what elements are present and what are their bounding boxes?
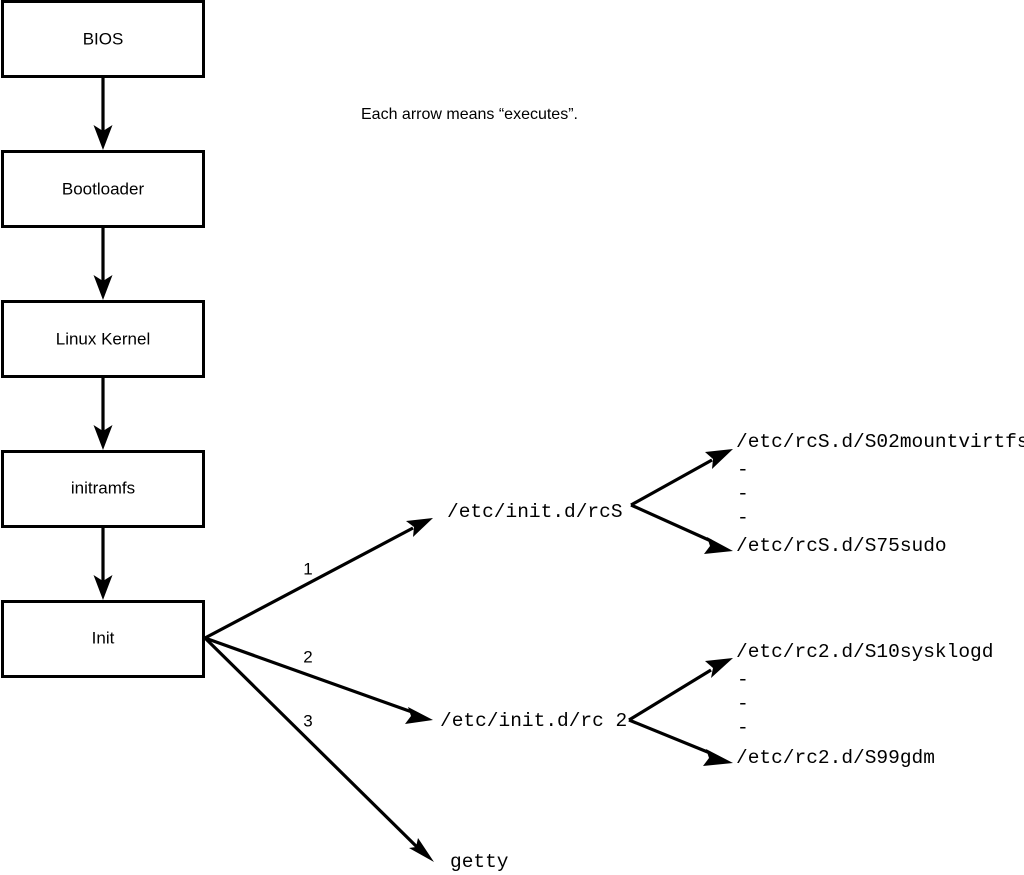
- rc2-ellipsis-dash-1: -: [737, 669, 749, 691]
- label-rc2-script-last[interactable]: /etc/rc2.d/S99gdm: [736, 747, 935, 769]
- label-init-d-rcs[interactable]: /etc/init.d/rcS: [447, 501, 623, 523]
- edge-number-1: 1: [303, 559, 312, 578]
- rcs-ellipsis-dash-3: -: [737, 507, 749, 529]
- node-linux-kernel-box[interactable]: [1, 300, 205, 378]
- node-bootloader-box[interactable]: [1, 150, 205, 228]
- arrow-bootloader-to-kernel: [93, 227, 113, 300]
- node-linux-kernel-label: Linux Kernel: [56, 329, 151, 348]
- edge-number-3: 3: [303, 711, 312, 730]
- node-bootloader-label: Bootloader: [62, 179, 145, 198]
- node-init-box[interactable]: [1, 600, 205, 678]
- node-bootloader[interactable]: Bootloader: [1, 150, 205, 228]
- label-rcs-script-last[interactable]: /etc/rcS.d/S75sudo: [736, 535, 947, 557]
- node-initramfs[interactable]: initramfs: [1, 450, 205, 528]
- arrow-rcs-to-last-script: [630, 503, 733, 554]
- arrow-init-to-getty: [203, 636, 434, 862]
- edge-number-2: 2: [303, 647, 312, 666]
- diagram-note: Each arrow means “executes”.: [361, 106, 578, 123]
- node-bios-label: BIOS: [83, 29, 124, 48]
- node-init[interactable]: Init: [1, 600, 205, 678]
- arrow-rcs-to-first-script: [630, 449, 733, 507]
- label-init-d-rc2[interactable]: /etc/init.d/rc 2: [440, 710, 627, 732]
- label-getty[interactable]: getty: [450, 851, 509, 873]
- rcs-ellipsis-dash-1: -: [737, 459, 749, 481]
- node-bios-box[interactable]: [1, 0, 205, 78]
- rcs-ellipsis-dash-2: -: [737, 483, 749, 505]
- arrow-init-to-rc2: [204, 636, 433, 724]
- rc2-ellipsis-dash-3: -: [737, 717, 749, 739]
- arrow-kernel-to-initramfs: [93, 377, 113, 450]
- node-linux-kernel[interactable]: Linux Kernel: [1, 300, 205, 378]
- node-initramfs-label: initramfs: [71, 478, 135, 497]
- label-rc2-script-first[interactable]: /etc/rc2.d/S10sysklogd: [736, 641, 993, 663]
- node-init-label: Init: [92, 628, 115, 647]
- arrow-bios-to-bootloader: [93, 77, 113, 150]
- arrow-initramfs-to-init: [93, 527, 113, 600]
- node-initramfs-box[interactable]: [1, 450, 205, 528]
- label-rcs-script-first[interactable]: /etc/rcS.d/S02mountvirtfs: [736, 431, 1024, 453]
- arrow-rc2-to-last-script: [628, 718, 733, 766]
- node-bios[interactable]: BIOS: [1, 0, 205, 78]
- rc2-ellipsis-dash-2: -: [737, 693, 749, 715]
- arrow-init-to-rcs: [204, 518, 433, 640]
- arrow-rc2-to-first-script: [628, 658, 733, 722]
